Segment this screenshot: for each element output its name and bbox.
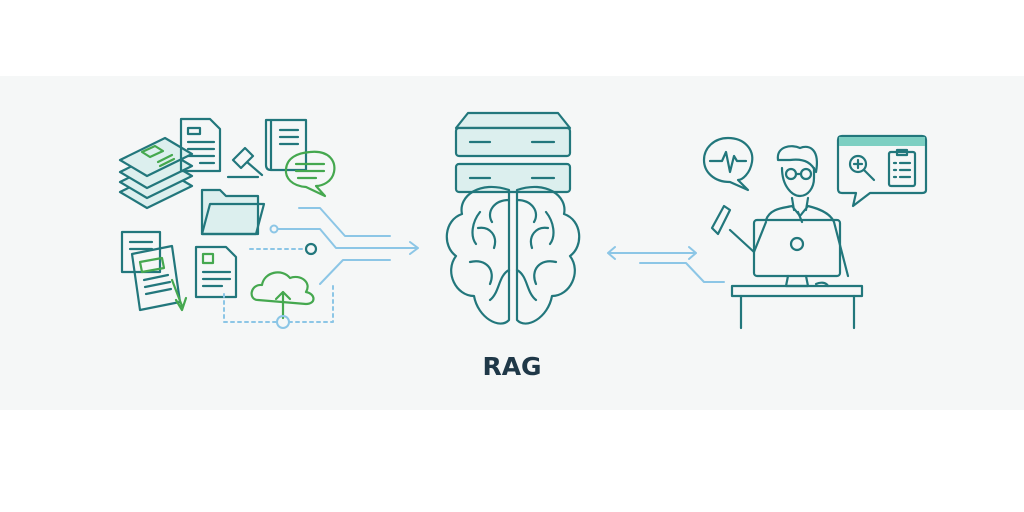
- gavel-icon: [226, 146, 264, 179]
- brain-icon: [445, 185, 581, 325]
- server-icon: [454, 111, 572, 194]
- left-connectors: [249, 207, 419, 285]
- document-icon: [179, 117, 222, 173]
- rag-title: RAG: [482, 352, 542, 381]
- document-stack-icon: [118, 136, 194, 210]
- book-icon: [264, 118, 308, 172]
- chat-bubble-icon: [284, 150, 336, 198]
- right-connectors: [607, 246, 725, 283]
- papers-icon: [120, 230, 188, 312]
- diagnosis-window-icon: [836, 134, 928, 208]
- computer-icon: [752, 218, 842, 288]
- report-icon: [194, 245, 238, 299]
- doctor-icon: [710, 145, 850, 278]
- cloud-upload-icon: [223, 271, 334, 329]
- folder-icon: [200, 188, 266, 236]
- desk-icon: [730, 284, 864, 330]
- heartbeat-bubble-icon: [702, 136, 754, 192]
